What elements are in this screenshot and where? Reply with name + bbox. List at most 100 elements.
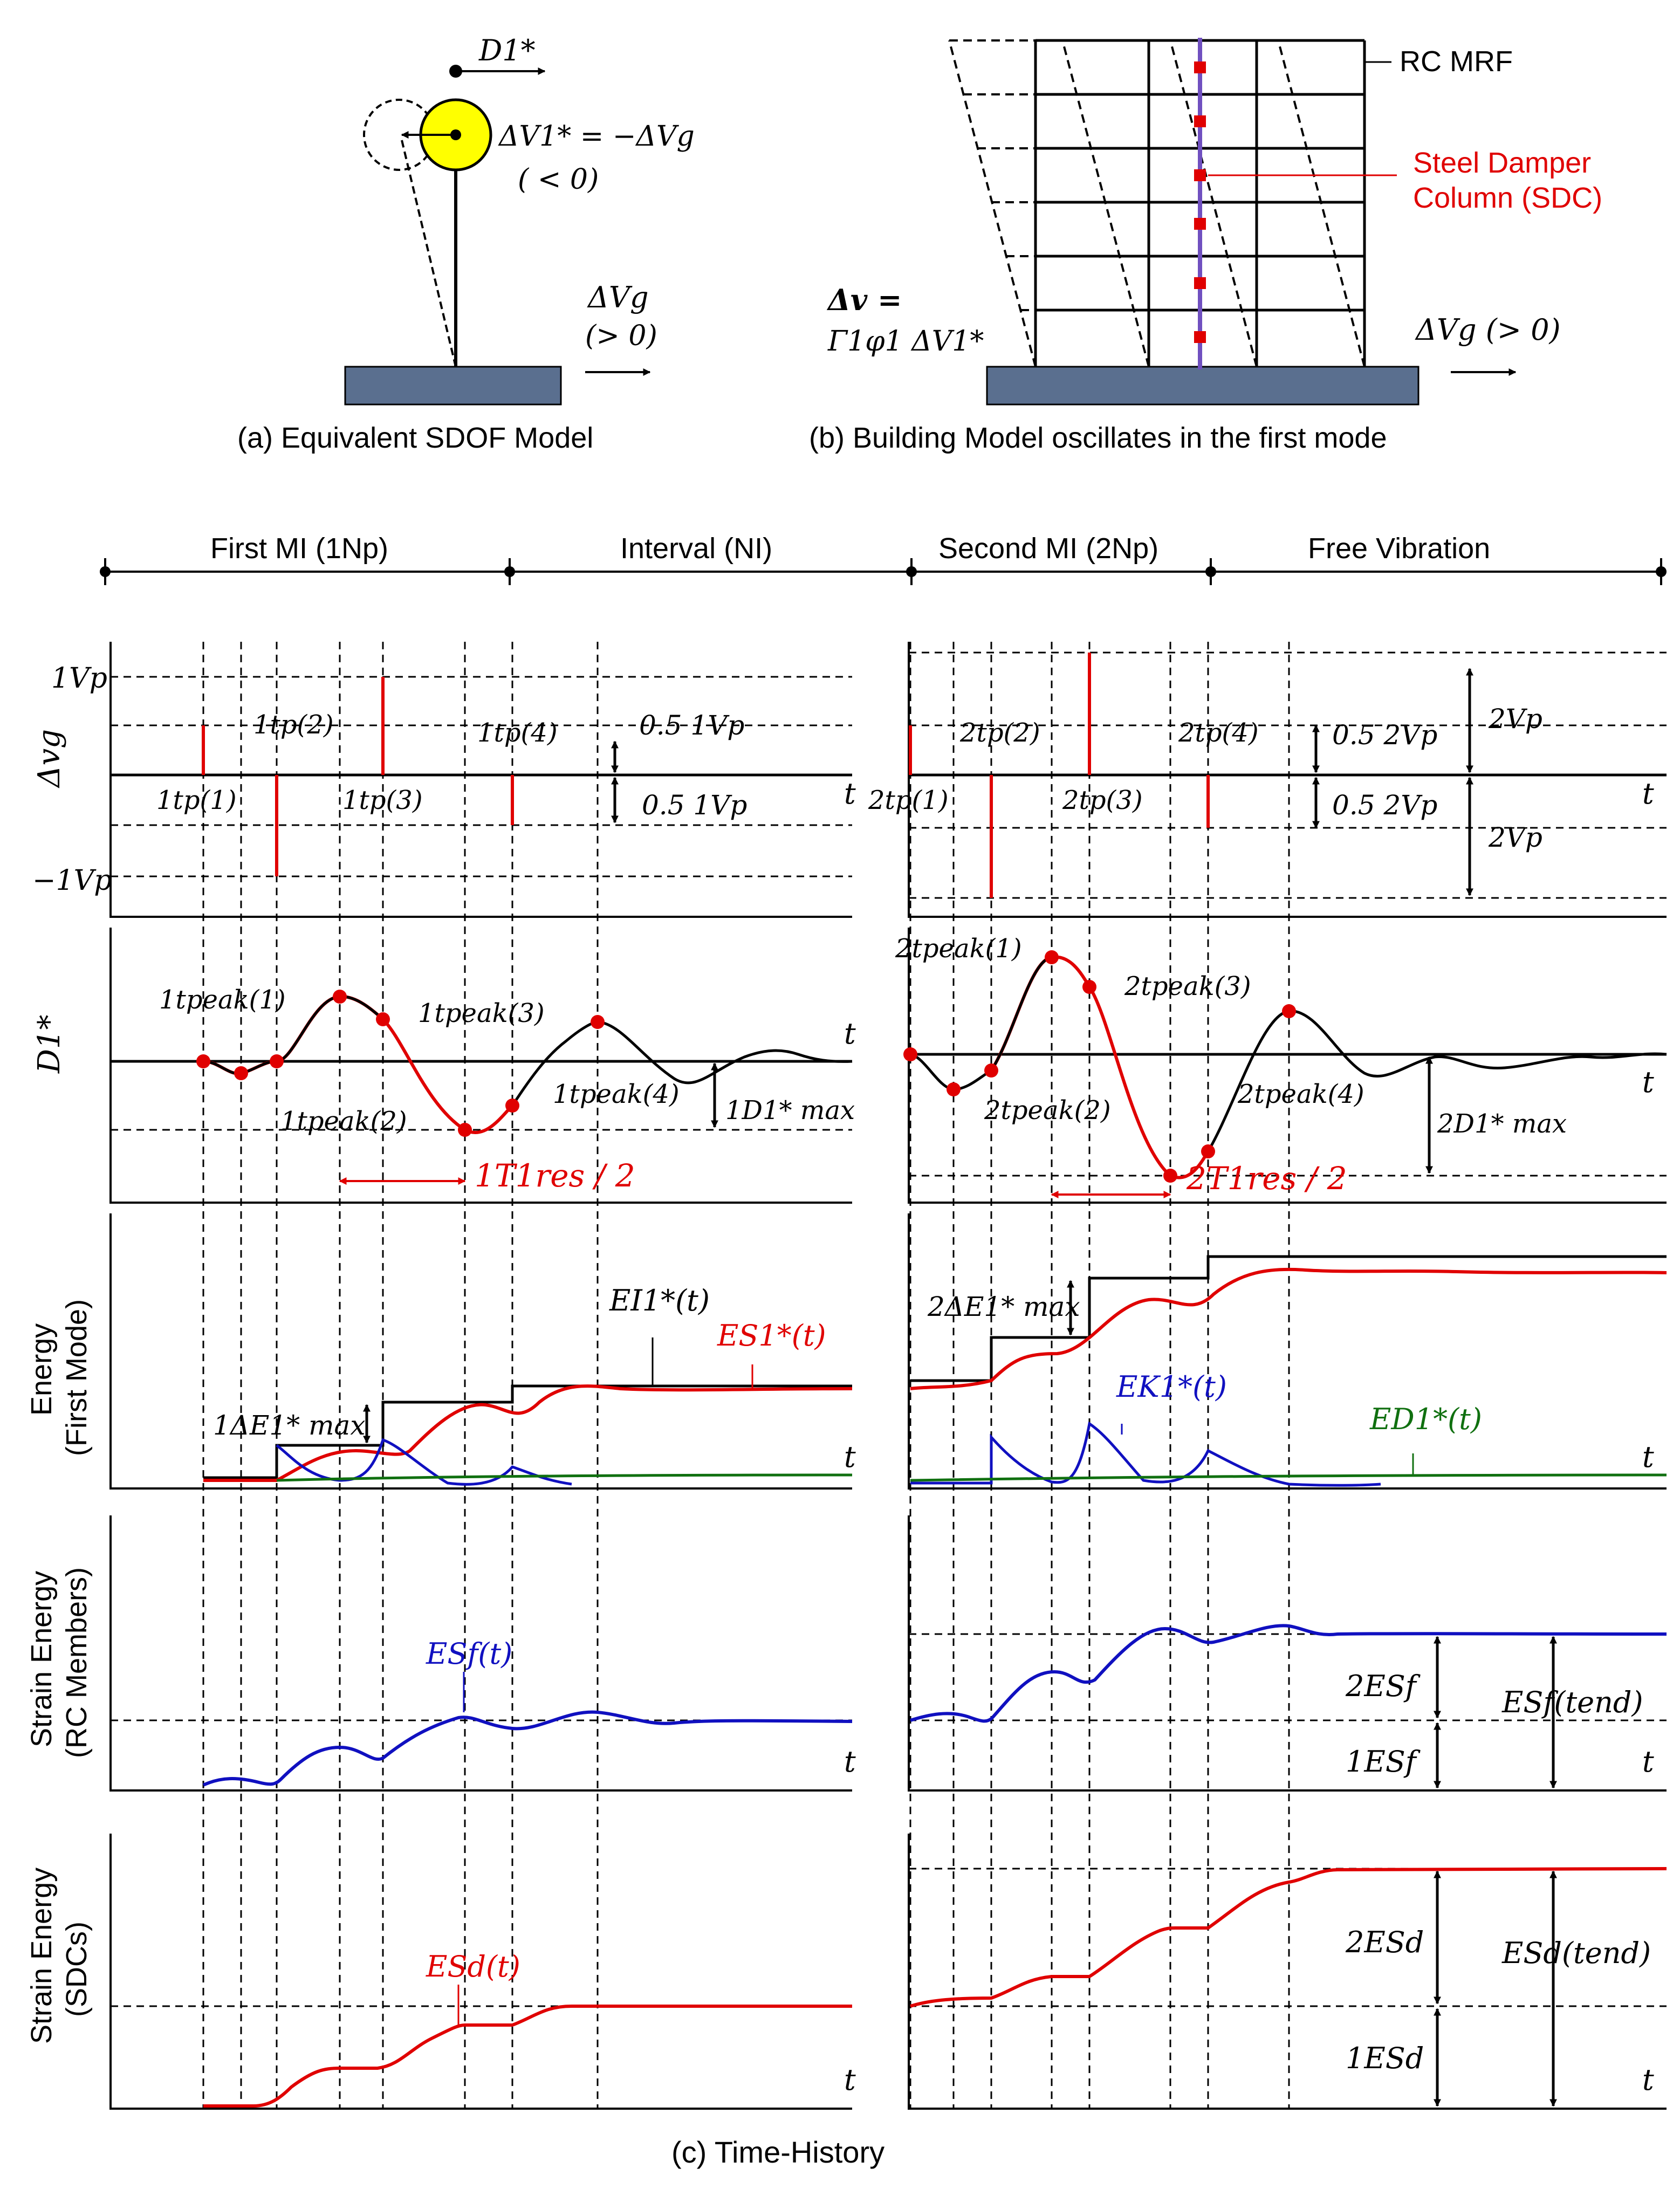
rc-left-axes — [109, 1515, 852, 1792]
disp-right-axes — [908, 928, 1667, 1204]
figure-caption: (c) Time-History — [671, 2135, 884, 2169]
rc-part-2: 2ESf — [1345, 1669, 1421, 1703]
energy-input-right — [910, 1255, 1667, 1382]
frame-label: RC MRF — [1400, 45, 1513, 78]
rc-t-left: t — [844, 1745, 856, 1779]
building-ground-label: ΔVg (> 0) — [1415, 313, 1561, 347]
rc-t-right: t — [1642, 1745, 1654, 1779]
rc-part-1: 1ESf — [1346, 1745, 1421, 1779]
peak-time-1-2: 1tpeak(2) — [280, 1106, 407, 1136]
pulse-time-1-4: 1tp(4) — [477, 718, 558, 748]
peak-dot-2-7 — [1282, 1004, 1296, 1018]
rc-ylabel-2: (RC Members) — [60, 1567, 93, 1758]
pulse-time-2-4: 2tp(4) — [1178, 718, 1259, 748]
pulse-panel: Δvg 1Vp −1Vp 0.5 1Vp 0.5 1Vp 0.5 2Vp 0.5… — [32, 651, 1667, 899]
building-ground — [986, 366, 1420, 406]
rc-panel: Strain Energy (RC Members) ESf(t) 2ESf 1… — [25, 1567, 1667, 1789]
mode-label-line1: Δv = — [826, 283, 902, 317]
peak-dot-1-7 — [591, 1015, 605, 1029]
sdof-velocity-sign: ( < 0) — [518, 163, 599, 196]
peak-dot-1-1 — [234, 1066, 248, 1080]
rc-total: ESf(tend) — [1501, 1685, 1643, 1719]
panel-axes — [109, 642, 1667, 2110]
energy-t-left: t — [844, 1440, 856, 1474]
phase-second-mi: Second MI (2Np) — [938, 532, 1158, 565]
sdc-left-axes — [109, 1834, 852, 2110]
pulse-time-1-2: 1tp(2) — [253, 710, 334, 740]
sdc-part-1: 1ESd — [1346, 2041, 1424, 2075]
energy-input-label: EI1*(t) — [609, 1284, 710, 1317]
phase-first-mi: First MI (1Np) — [210, 532, 388, 565]
energy-t-right: t — [1642, 1440, 1654, 1474]
pulse-half-left2: 0.5 1Vp — [642, 790, 747, 821]
damper-markers — [1194, 61, 1206, 343]
disp-right-free — [1206, 1010, 1667, 1152]
sdof-velocity-label: ΔV1* = −ΔVg — [498, 120, 695, 153]
pulse-time-1-1: 1tp(1) — [156, 785, 237, 815]
energy-damping-right — [910, 1473, 1667, 1482]
energy-panel: Energy (First Mode) EI1*(t) ES1*(t) EK1*… — [25, 1255, 1667, 1487]
peak-dot-1-2 — [270, 1054, 284, 1068]
pulse-time-2-2: 2tp(2) — [959, 718, 1040, 748]
pulse-t-right: t — [1642, 777, 1654, 811]
damper-label-line2: Column (SDC) — [1413, 182, 1602, 214]
peak-dot-2-3 — [1045, 950, 1059, 964]
peak-dot-2-5 — [1163, 1169, 1177, 1183]
pulse-left-axes — [109, 642, 852, 918]
disp-left-axes — [109, 928, 852, 1204]
phase-timeline: First MI (1Np) Interval (NI) Second MI (… — [100, 532, 1667, 585]
sdc-ylabel-2: (SDCs) — [60, 1922, 93, 2017]
pulse-right-axes — [908, 642, 1667, 918]
energy-input-left — [203, 1384, 852, 1479]
sdc-t-left: t — [844, 2063, 856, 2097]
sdc-part-2: 2ESd — [1345, 1925, 1424, 1959]
pulse-full-right-bot: 2Vp — [1488, 822, 1542, 853]
disp-t-right: t — [1642, 1065, 1654, 1099]
peak-dot-1-0 — [196, 1054, 210, 1068]
energy-strain-label: ES1*(t) — [717, 1319, 826, 1353]
energy-strain-left — [203, 1384, 853, 1482]
peak-time-2-1: 2tpeak(1) — [895, 934, 1022, 964]
building-caption: (b) Building Model oscillates in the fir… — [809, 422, 1387, 454]
peak-dot-1-6 — [505, 1099, 519, 1113]
energy-kinetic-label: EK1*(t) — [1116, 1370, 1227, 1404]
peak-dot-1-5 — [458, 1123, 472, 1137]
peak-dot-2-1 — [947, 1082, 961, 1096]
energy-right-axes — [908, 1213, 1667, 1490]
pulse-t-left: t — [844, 777, 856, 811]
pulse-ylabel: Δvg — [32, 729, 67, 788]
sdc-right-axes — [908, 1834, 1667, 2110]
sdc-ylabel-1: Strain Energy — [25, 1868, 58, 2044]
disp-panel: D1* 1tpeak(1) 1tpeak(2) 1tpeak(3) 1tpeak… — [32, 934, 1667, 1198]
sdc-total: ESd(tend) — [1501, 1936, 1651, 1970]
sdof-caption: (a) Equivalent SDOF Model — [237, 422, 593, 454]
disp-t-left: t — [844, 1017, 856, 1051]
energy-strain-right — [910, 1267, 1667, 1390]
rc-ylabel-1: Strain Energy — [25, 1571, 58, 1747]
peak-time-1-3: 1tpeak(3) — [418, 998, 545, 1028]
rc-curve-label: ESf(t) — [426, 1637, 512, 1671]
half-period-2: 2T1res / 2 — [1186, 1160, 1347, 1197]
peak-time-2-3: 2tpeak(3) — [1124, 971, 1251, 1001]
energy-ylabel-2: (First Mode) — [60, 1299, 93, 1456]
phase-interval: Interval (NI) — [620, 532, 772, 565]
energy-ylabel-1: Energy — [25, 1323, 58, 1416]
sdof-ground-label: ΔVg — [587, 280, 649, 314]
pulse-pos-level: 1Vp — [51, 662, 107, 695]
energy-jump-2: 2ΔE1* max — [927, 1291, 1080, 1322]
pulse-full-right-top: 2Vp — [1488, 703, 1542, 735]
energy-jump-1: 1ΔE1* max — [213, 1410, 366, 1441]
pulse-half-right2: 0.5 2Vp — [1332, 790, 1437, 821]
sdof-deformed-column — [401, 140, 457, 367]
peak-dot-2-2 — [984, 1063, 998, 1078]
sdof-model: D1* ΔV1* = −ΔVg ( < 0) ΔVg (> 0) (a) Equ… — [237, 33, 695, 454]
sdc-panel: Strain Energy (SDCs) ESd(t) 2ESd 1ESd ES… — [25, 1867, 1667, 2108]
peak-dot-2-4 — [1082, 980, 1096, 994]
rc-right-axes — [908, 1515, 1667, 1792]
peak-dot-1-4 — [376, 1012, 390, 1026]
sdof-ground-sign: (> 0) — [585, 320, 657, 352]
sdc-t-right: t — [1642, 2063, 1654, 2097]
pulse-neg-level: −1Vp — [32, 864, 112, 897]
peak-time-2-2: 2tpeak(2) — [984, 1095, 1111, 1126]
